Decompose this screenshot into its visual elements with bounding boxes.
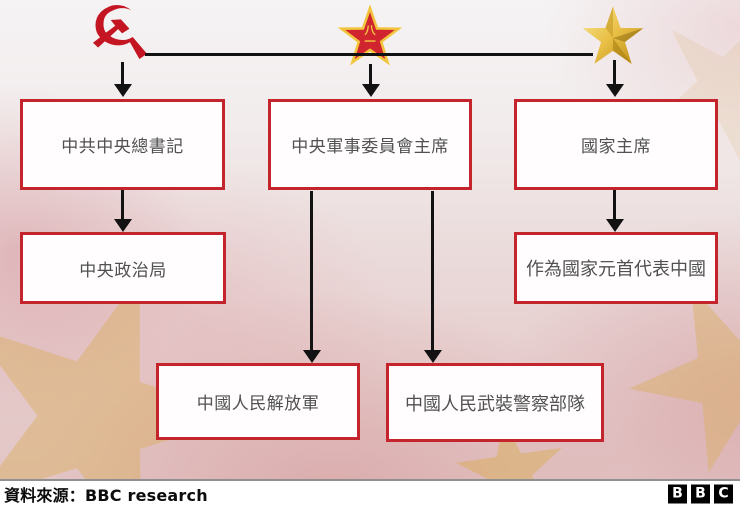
arrow-pla-star-to-cmc-chairman bbox=[369, 64, 372, 84]
node-cmc-chairman: 中央軍事委員會主席 bbox=[268, 99, 472, 190]
node-state-president: 國家主席 bbox=[514, 99, 718, 190]
node-politburo: 中央政治局 bbox=[20, 232, 226, 304]
arrow-cmc-to-armed-police bbox=[431, 191, 434, 350]
bbc-logo-letter: B bbox=[691, 484, 710, 503]
source-attribution: 資料來源：BBC research bbox=[4, 485, 208, 505]
arrow-gold-star-to-state-president bbox=[613, 60, 616, 84]
arrow-state-president-to-role bbox=[613, 190, 616, 219]
footer-bar: 資料來源：BBC research B B C bbox=[0, 479, 740, 506]
hammer-sickle-icon: ☭ bbox=[86, 0, 154, 77]
icons-horizontal-connector bbox=[145, 53, 593, 56]
svg-text:一: 一 bbox=[364, 34, 376, 48]
node-head-of-state-role: 作為國家元首代表中國 bbox=[514, 232, 718, 304]
node-general-secretary: 中共中央總書記 bbox=[20, 99, 225, 190]
node-armed-police: 中國人民武裝警察部隊 bbox=[386, 363, 604, 442]
bbc-logo-letter: C bbox=[714, 484, 733, 503]
node-pla: 中國人民解放軍 bbox=[156, 363, 360, 440]
arrow-hammer-sickle-to-general-secretary bbox=[121, 62, 124, 84]
pla-star-icon: 八 一 bbox=[337, 5, 403, 66]
bbc-logo: B B C bbox=[668, 484, 733, 503]
gold-star-icon bbox=[582, 6, 644, 64]
arrow-general-secretary-to-politburo bbox=[121, 190, 124, 219]
bbc-logo-letter: B bbox=[668, 484, 687, 503]
arrow-cmc-to-pla bbox=[310, 191, 313, 350]
svg-text:八: 八 bbox=[363, 23, 376, 37]
